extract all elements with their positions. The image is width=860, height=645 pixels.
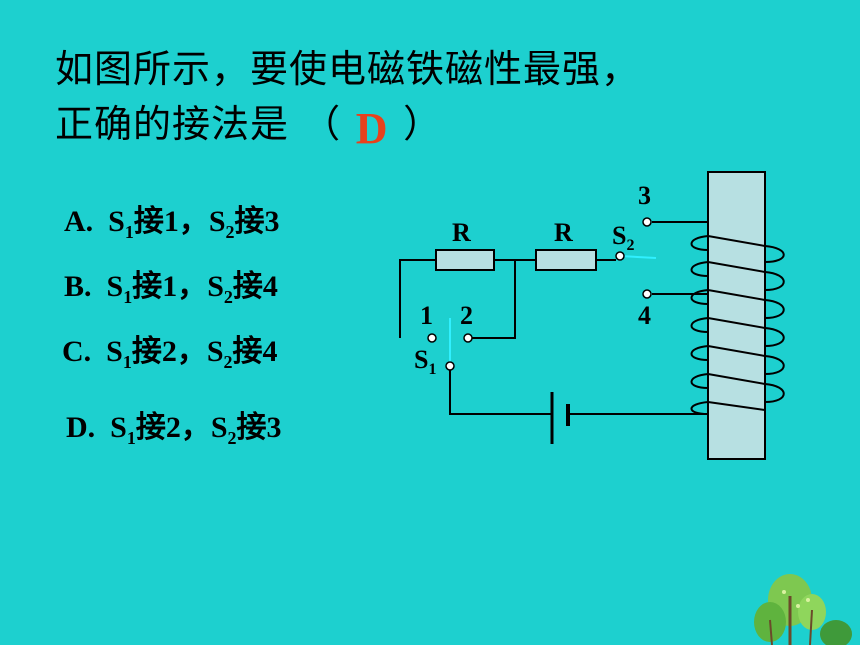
coil-winding	[690, 235, 785, 415]
s2-setting: 接4	[232, 335, 278, 368]
terminal-2-dot	[463, 333, 473, 343]
switch-s2-label: S2	[612, 221, 634, 254]
s2-subscript: 2	[223, 352, 233, 372]
s1-symbol: S	[108, 205, 125, 238]
question-prompt: 正确的接法是	[55, 102, 290, 146]
option-letter: A.	[64, 205, 94, 238]
open-paren: （	[302, 102, 342, 146]
resistor-2	[535, 249, 597, 271]
terminal-1-label: 1	[420, 301, 433, 330]
iron-core	[707, 171, 766, 460]
s1-setting: 接1，	[133, 205, 209, 238]
terminals	[427, 217, 652, 371]
s1-subscript: 1	[124, 222, 134, 242]
switch-s2-blade[interactable]	[619, 255, 657, 259]
resistor-2-label: R	[554, 218, 573, 247]
switch-s1-pivot	[445, 361, 455, 371]
s2-setting: 接4	[232, 270, 278, 303]
wires	[399, 221, 708, 415]
question-line-2: 正确的接法是 （ D ）	[55, 96, 640, 153]
s2-symbol: S	[207, 270, 224, 303]
option-b[interactable]: B. S1接1，S2接4	[64, 261, 278, 308]
option-letter: D.	[66, 411, 96, 444]
terminal-3-label: 3	[638, 181, 651, 210]
option-letter: B.	[64, 270, 92, 303]
s1-symbol: S	[110, 411, 127, 444]
terminal-4-label: 4	[638, 301, 651, 330]
tree-icon	[754, 574, 852, 645]
s1-symbol: S	[106, 335, 123, 368]
close-paren: ）	[403, 102, 443, 146]
s1-setting: 接2，	[131, 335, 207, 368]
s1-subscript: 1	[126, 428, 136, 448]
resistor-1	[435, 249, 495, 271]
s2-symbol: S	[208, 205, 226, 238]
switch-s2-pivot	[615, 251, 625, 261]
s2-setting: 接3	[234, 205, 280, 238]
option-letter: C.	[62, 335, 92, 368]
question-line-1: 如图所示，要使电磁铁磁性最强，	[55, 47, 641, 91]
terminal-3-dot	[642, 217, 652, 227]
terminal-1-dot	[427, 333, 437, 343]
s2-symbol: S	[210, 411, 228, 444]
s1-subscript: 1	[123, 287, 133, 307]
coil-back	[707, 235, 766, 411]
s1-symbol: S	[106, 270, 124, 303]
option-a[interactable]: A. S1接1，S2接3	[64, 196, 280, 243]
question-text: 如图所示，要使电磁铁磁性最强， 正确的接法是 （ D ）	[55, 42, 641, 153]
s2-symbol: S	[206, 335, 224, 368]
option-d[interactable]: D. S1接2，S2接3	[66, 402, 282, 449]
answer-letter: D	[355, 104, 389, 153]
s2-subscript: 2	[227, 428, 237, 448]
s1-subscript: 1	[122, 352, 132, 372]
s2-setting: 接3	[236, 411, 282, 444]
terminal-2-label: 2	[460, 301, 473, 330]
switch-s1-label: S1	[414, 345, 436, 378]
s2-subscript: 2	[223, 287, 233, 307]
terminal-4-dot	[642, 289, 652, 299]
s1-setting: 接1，	[132, 270, 208, 303]
option-c[interactable]: C. S1接2，S2接4	[62, 326, 278, 373]
s2-subscript: 2	[225, 222, 235, 242]
s1-setting: 接2，	[135, 411, 211, 444]
resistor-1-label: R	[452, 218, 471, 247]
